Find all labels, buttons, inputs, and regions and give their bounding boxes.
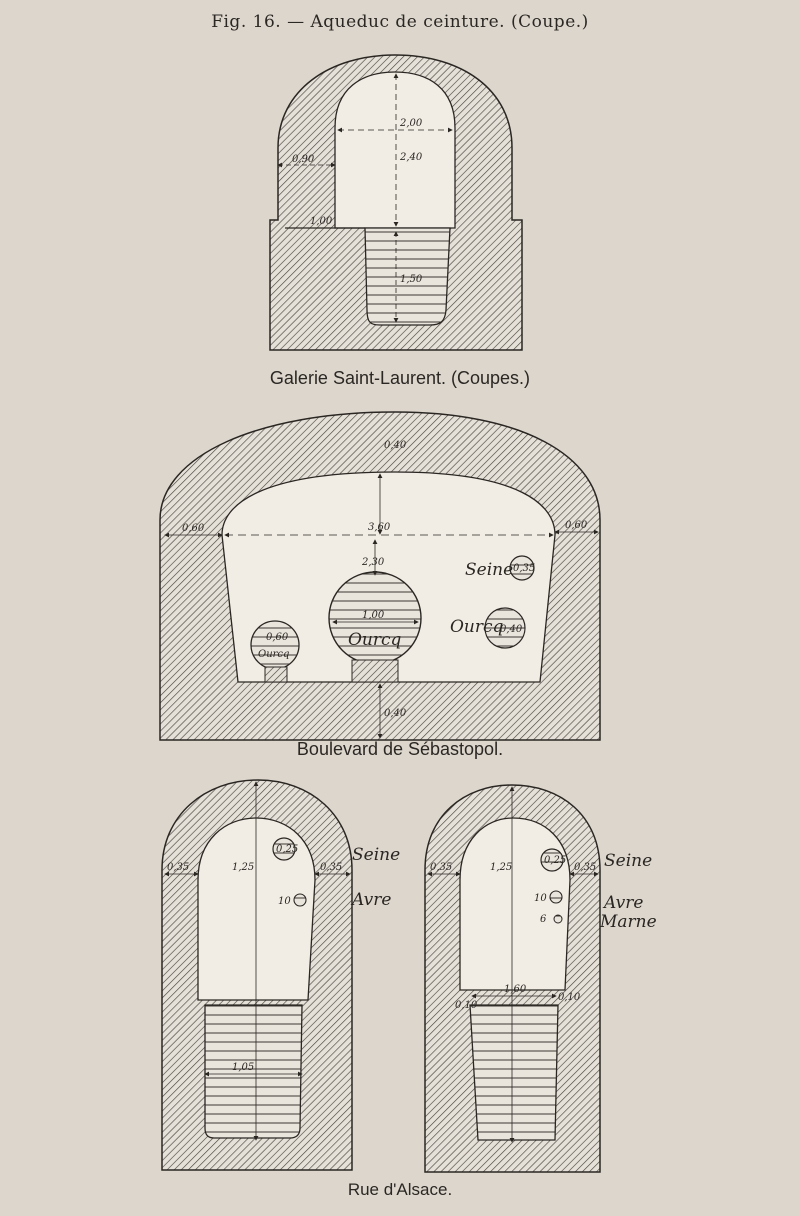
galerie-wall-dim: 0,90	[292, 154, 315, 165]
alsace-right-ledge-left: 0,10	[455, 1000, 478, 1011]
alsace-right-ledge-right: 0,10	[558, 992, 581, 1003]
alsace-left-seine-label: Seine	[352, 845, 400, 865]
alsace-right-avre-pipe-dim: 10	[534, 893, 547, 904]
sebastopol-wall-left-dim: 0,60	[182, 523, 205, 534]
galerie-channel	[364, 227, 451, 326]
alsace-left-avre-label: Avre	[350, 890, 391, 910]
seine-pipe-dim: 0,35	[513, 563, 535, 574]
alsace-right-seine-pipe	[540, 848, 564, 872]
alsace-caption: Rue d'Alsace.	[347, 1180, 453, 1199]
alsace-left-channel	[204, 1004, 303, 1139]
galerie-height-dim: 2,40	[399, 152, 423, 163]
figure-title: Fig. 16. — Aqueduc de ceinture. (Coupe.)	[211, 12, 589, 32]
alsace-left-wall-right: 0,35	[320, 862, 342, 873]
left-pipe-support	[264, 666, 288, 683]
sebastopol-width-dim: 3,60	[368, 522, 391, 533]
alsace-right-seine-pipe-dim: 0,25	[544, 855, 566, 866]
pipe-left-dim: 0,60	[266, 632, 289, 643]
alsace-left-channel-dim: 1,05	[232, 1062, 254, 1073]
alsace-left-section: 1,25 0,35 0,35 0,25 10 1,05 Seine Avre	[161, 779, 400, 1171]
alsace-right-section: 1,25 0,35 0,35 0,25 10 6 1,60 0,10 0,10 …	[424, 784, 657, 1173]
main-pipe-support	[351, 659, 399, 683]
galerie-channel-dim: 1,50	[400, 274, 423, 285]
galerie-section: 2,00 2,40 0,90 1,00 1,50	[269, 54, 523, 351]
alsace-left-half-width: 1,25	[232, 862, 254, 873]
sebastopol-floor-dim: 0,40	[384, 708, 407, 719]
alsace-left-wall-left: 0,35	[167, 862, 189, 873]
alsace-right-channel-dim: 1,60	[504, 984, 527, 995]
alsace-right-wall-right: 0,35	[574, 862, 596, 873]
alsace-right-seine-label: Seine	[604, 851, 652, 871]
seine-pipe	[509, 555, 535, 581]
alsace-right-avre-pipe	[549, 890, 563, 904]
ourcq-right-label: Ourcq	[450, 617, 504, 637]
alsace-right-channel	[469, 1004, 559, 1141]
alsace-left-seine-pipe	[272, 837, 296, 861]
alsace-right-marne-pipe	[553, 914, 563, 924]
alsace-right-marne-pipe-dim: 6	[540, 914, 547, 925]
seine-label: Seine	[465, 560, 513, 580]
sebastopol-height-dim: 2,30	[361, 557, 385, 568]
alsace-left-avre-pipe	[293, 893, 307, 907]
sebastopol-wall-right-dim: 0,60	[565, 520, 588, 531]
sebastopol-crown-dim: 0,40	[384, 440, 407, 451]
alsace-right-half-width: 1,25	[490, 862, 512, 873]
galerie-width-dim: 2,00	[399, 118, 423, 129]
sebastopol-caption: Boulevard de Sébastopol.	[296, 739, 504, 759]
alsace-right-avre-label: Avre	[602, 893, 643, 913]
pipe-center-dim: 1,00	[362, 610, 385, 621]
galerie-ledge-dim: 1,00	[310, 216, 333, 227]
ourcq-pipe-dim: 0,40	[500, 624, 523, 635]
galerie-void	[334, 71, 456, 229]
alsace-right-wall-left: 0,35	[430, 862, 452, 873]
galerie-caption: Galerie Saint-Laurent. (Coupes.)	[269, 368, 531, 388]
ourcq-left-label: Ourcq	[258, 649, 289, 660]
alsace-right-void	[459, 817, 571, 991]
alsace-left-avre-pipe-dim: 10	[278, 896, 291, 907]
ourcq-left-pipe	[250, 620, 300, 670]
ourcq-center-label: Ourcq	[348, 630, 402, 650]
alsace-left-seine-pipe-dim: 0,25	[276, 844, 298, 855]
alsace-right-marne-label: Marne	[599, 912, 657, 932]
ourcq-right-pipe	[484, 607, 526, 649]
sebastopol-section: 3,60 2,30 0,40 0,40 0,60 0,60 1,00 0,60 …	[159, 411, 601, 741]
